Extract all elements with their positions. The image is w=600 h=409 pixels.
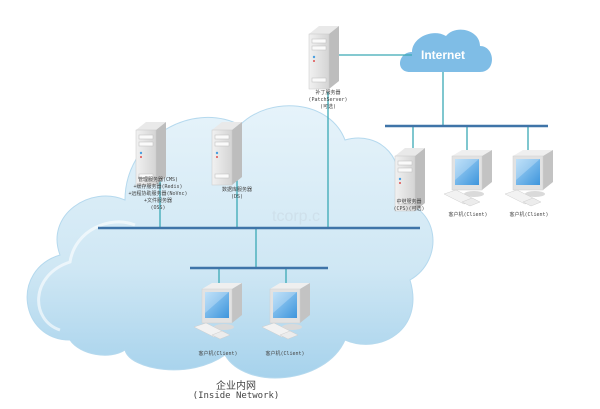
links: [159, 54, 529, 283]
inside-network-subtitle: (Inside Network): [192, 391, 280, 401]
internet-label: Internet: [420, 48, 466, 62]
patch-server-icon: [308, 25, 340, 90]
cms-server-label: 管理服务器(CMS) +缓存服务器(Redis) +远程协助服务器(NoVnc)…: [128, 177, 188, 211]
relay-server-label: 中继服务器 (CPS)(可选): [393, 199, 425, 212]
ext-client-2-label: 客户机(Client): [509, 212, 549, 218]
watermark: tcorp.c: [272, 208, 321, 225]
db-server-icon: [211, 121, 243, 186]
int-client-1-label: 客户机(Client): [198, 351, 238, 357]
ext-client-1-label: 客户机(Client): [448, 212, 488, 218]
cms-server-icon: [135, 121, 167, 186]
inside-network-title: 企业内网: [216, 381, 256, 392]
db-server-label: 数据库服务器 (DS): [221, 187, 253, 200]
internet-cloud: [400, 29, 493, 72]
ext-client-2-icon: [504, 149, 554, 207]
buses: [98, 124, 548, 270]
int-client-2-label: 客户机(Client): [265, 351, 305, 357]
patch-server-label: 补丁服务器 (PatchServer) (可选): [308, 90, 348, 110]
ext-client-1-icon: [443, 149, 493, 207]
